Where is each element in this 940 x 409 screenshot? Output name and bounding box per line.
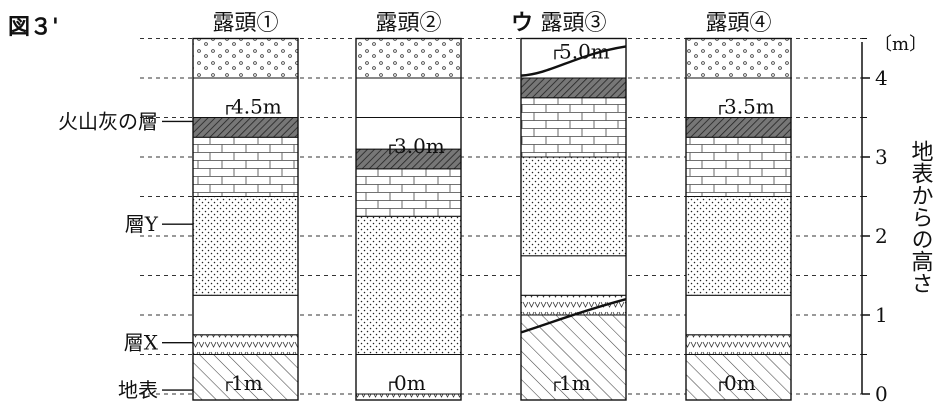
elevation-label: 0m: [394, 371, 426, 395]
elevation-bracket: [719, 104, 726, 115]
layer-sand: [520, 156, 627, 257]
tick-label: 2: [875, 224, 888, 248]
elevation-bracket: [389, 144, 396, 155]
column-outline: [520, 37, 627, 401]
tick-label: 3: [875, 145, 888, 169]
outcrop-title: 露頭④: [705, 11, 771, 36]
layer-blank: [685, 294, 792, 336]
layer-sand: [355, 215, 462, 355]
elevation-bracket: [554, 381, 561, 392]
fault-line: [520, 298, 627, 334]
elevation-bracket: [719, 381, 726, 392]
column-outline: [685, 37, 792, 401]
elevation-label: 1m: [559, 371, 591, 395]
layer-tuff: [520, 294, 627, 316]
layer-gravel: [355, 38, 462, 79]
axis-unit: 〔m〕: [874, 34, 927, 55]
column-outline: [355, 37, 462, 401]
figure-label: 図３': [8, 15, 59, 40]
elevation-label: 0m: [724, 371, 756, 395]
elevation-bracket: [226, 104, 233, 115]
layer-brick: [355, 168, 462, 217]
layer-sand: [192, 196, 299, 296]
answer-marker: ウ: [511, 11, 533, 36]
callout-label-y: 層Y: [125, 212, 159, 236]
tick-label: 4: [875, 66, 888, 90]
layer-brick: [685, 136, 792, 197]
elevation-label: 3.0m: [394, 134, 445, 158]
elevation-bracket: [389, 381, 396, 392]
outcrop-column: 露頭④ 0m 3.5m: [685, 11, 792, 401]
layer-sand: [685, 196, 792, 296]
layer-brick: [192, 136, 299, 197]
callout-label-ash: 火山灰の層: [58, 109, 158, 133]
tick-label: 1: [875, 303, 888, 327]
elevation-label: 3.5m: [724, 95, 775, 119]
layer-blank: [355, 117, 462, 150]
column-outline: [192, 37, 299, 401]
layer-gravel: [685, 38, 792, 79]
tick-label: 0: [875, 382, 888, 405]
elevation-label: 1m: [231, 371, 263, 395]
unconformity-line: [520, 45, 627, 77]
elevation-bracket: [554, 49, 561, 60]
outcrop-title: 露頭③: [540, 11, 606, 36]
outcrop-title: 露頭①: [212, 11, 278, 36]
layer-blank: [192, 294, 299, 336]
layer-tuff: [192, 334, 299, 355]
layer-blank: [355, 354, 462, 395]
layer-hatch: [685, 354, 792, 401]
layer-hatch: [520, 314, 627, 401]
layer-blank: [520, 255, 627, 296]
elevation-bracket: [226, 381, 233, 392]
layer-ash: [192, 117, 299, 138]
layer-gravel: [192, 38, 299, 79]
callout-label-x: 層X: [124, 331, 159, 355]
outcrop-title: 露頭②: [375, 11, 441, 36]
callout-label-ground: 地表: [118, 378, 158, 402]
layer-ash: [520, 77, 627, 99]
layer-brick: [520, 97, 627, 158]
outcrop-column: 露頭② 0m 3.0m: [355, 11, 462, 401]
axis-title: 地表からの高さ: [908, 140, 934, 294]
layer-blank: [685, 77, 792, 118]
height-axis: 0 1 2 3 4: [861, 38, 888, 406]
layer-tuff: [685, 334, 792, 355]
elevation-label: 4.5m: [231, 95, 282, 119]
outcrop-column: 露頭① 1m 4.5m: [192, 11, 299, 401]
layer-blank: [355, 77, 462, 118]
layer-ash: [685, 117, 792, 138]
